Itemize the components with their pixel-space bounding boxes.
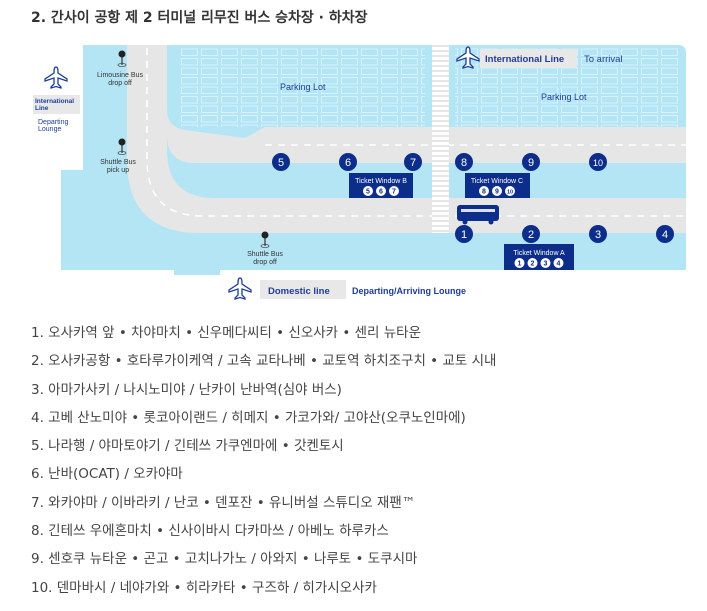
route-item: 6. 난바(OCAT) / 오카야마	[31, 466, 183, 483]
stop-number: 1	[461, 229, 467, 241]
bus-stop-9: 9	[522, 153, 540, 171]
stop-number: 7	[410, 157, 416, 169]
bus-stop-1: 1	[455, 225, 473, 243]
stop-badge-number: 5	[366, 189, 370, 196]
bus-stop-10: 10	[589, 153, 607, 171]
to-arrival-label: To arrival	[584, 54, 623, 65]
ticket-window-b: Ticket Window B 5 6 7	[349, 173, 413, 198]
stop-badge-number: 10	[507, 190, 513, 196]
parking-lot-label: Parking Lot	[280, 82, 326, 92]
crosswalk	[432, 45, 449, 233]
stop-badge	[553, 258, 564, 268]
bus-stop-4: 4	[656, 225, 674, 243]
stop-badge	[492, 186, 502, 196]
route-item: 2. 오사카공항 • 호타루가이케역 / 고속 교타나베 • 교토역 하치조구치…	[31, 353, 497, 370]
stop-badge-number: 6	[379, 189, 383, 196]
bus-icon	[457, 205, 499, 225]
page-title: 2. 간사이 공항 제 2 터미널 리무진 버스 승차장 · 하차장	[31, 10, 368, 26]
plane-icon	[44, 66, 68, 89]
ticket-window-c: Ticket Window C 8 9 10	[465, 173, 530, 198]
stop-badge	[363, 186, 373, 196]
stop-badge	[389, 186, 399, 196]
stop-badge-number: 3	[544, 261, 548, 268]
route-item: 7. 와카야마 / 이바라키 / 난코 • 덴포잔 • 유니버설 스튜디오 재팬…	[31, 494, 416, 511]
stop-number: 9	[528, 157, 534, 169]
route-item: 1. 오사카역 앞 • 차야마치 • 신우메다씨티 • 신오사카 • 센리 뉴타…	[31, 325, 422, 341]
stop-badge	[540, 258, 551, 268]
svg-text:Ticket Window C: Ticket Window C	[471, 178, 523, 185]
stop-badge-number: 2	[531, 261, 535, 268]
parking-lot-left	[180, 48, 425, 127]
svg-text:Ticket Window A: Ticket Window A	[513, 250, 565, 257]
route-item: 3. 아마가사키 / 나시노미야 / 난카이 난바역(심야 버스)	[31, 381, 342, 398]
plane-icon	[228, 277, 252, 300]
stop-number: 6	[345, 157, 351, 169]
route-item: 8. 긴테쓰 우에혼마치 • 신사이바시 다카마쓰 / 아베노 하루카스	[31, 523, 389, 540]
international-line-label: International Line	[485, 54, 564, 65]
stop-badge	[527, 258, 538, 268]
stop-number: 3	[595, 229, 601, 241]
route-item: 4. 고베 산노미야 • 롯코아이랜드 / 히메지 • 가코가와/ 고야산(오쿠…	[31, 409, 466, 426]
stop-badge-number: 8	[482, 189, 486, 196]
stop-badge-number: 4	[557, 261, 561, 268]
route-item: 10. 덴마바시 / 네야가와 • 히라카타 • 구즈하 / 히가시오사카	[31, 579, 377, 596]
stop-number: 4	[662, 229, 668, 241]
stop-number: 10	[593, 158, 603, 168]
route-list: 1. 오사카역 앞 • 차야마치 • 신우메다씨티 • 신오사카 • 센리 뉴타…	[31, 322, 496, 605]
parking-lot-label: Parking Lot	[541, 92, 587, 102]
route-item: 5. 나라행 / 야마토야기 / 긴테쓰 가쿠엔마에 • 갓켄토시	[31, 438, 344, 455]
stop-badge-number: 7	[392, 189, 396, 196]
stop-number: 8	[461, 157, 467, 169]
ticket-window-a: Ticket Window A 1 2 3 4	[504, 244, 574, 270]
stop-badge-number: 1	[518, 261, 522, 268]
bus-stop-3: 3	[589, 225, 607, 243]
stop-number: 5	[278, 157, 284, 169]
bus-stop-8: 8	[455, 153, 473, 171]
stop-number: 2	[528, 229, 534, 241]
bus-stop-5: 5	[272, 153, 290, 171]
departing-arriving-lounge-label: Departing/Arriving Lounge	[352, 286, 466, 296]
bus-stop-7: 7	[404, 153, 422, 171]
bus-stop-6: 6	[339, 153, 357, 171]
stop-badge	[376, 186, 386, 196]
stop-badge	[479, 186, 489, 196]
route-item: 9. 센호쿠 뉴타운 • 곤고 • 고치나가노 / 아와지 • 나루토 • 도쿠…	[31, 551, 418, 568]
stop-badge	[505, 186, 515, 196]
terminal-map: International Line To arrival Parking Lo…	[33, 45, 686, 300]
stop-badge	[514, 258, 525, 268]
bus-stop-2: 2	[522, 225, 540, 243]
domestic-line-label: Domestic line	[268, 286, 330, 297]
svg-text:Ticket Window B: Ticket Window B	[355, 178, 407, 185]
stop-badge-number: 9	[495, 189, 499, 196]
